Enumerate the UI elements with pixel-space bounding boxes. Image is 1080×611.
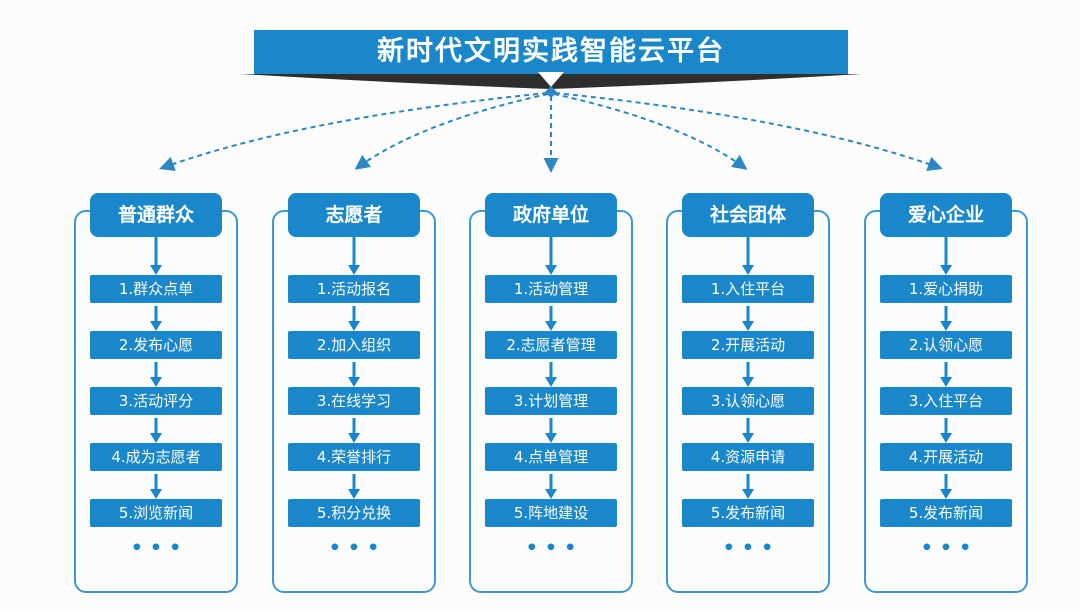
arrow-down-icon <box>150 474 162 499</box>
step-box: 1.活动报名 <box>288 275 420 303</box>
arrow-down-icon <box>150 306 162 331</box>
dashed-connector <box>159 92 548 171</box>
step-box: 1.爱心捐助 <box>880 275 1012 303</box>
arrow-down-icon <box>348 474 360 499</box>
banner-fold-shape <box>240 74 862 89</box>
platform-title: 新时代文明实践智能云平台 <box>254 30 848 74</box>
column-social-group: 社会团体 1.入住平台 2.开展活动 3.认领心愿 4.资源申请 5.发布新闻 … <box>666 193 830 593</box>
step-box: 3.在线学习 <box>288 387 420 415</box>
arrow-down-icon <box>940 237 952 275</box>
arrow-down-icon <box>545 306 557 331</box>
step-box: 3.入住平台 <box>880 387 1012 415</box>
step-box: 5.浏览新闻 <box>90 499 222 527</box>
connector-hub-dot <box>545 86 557 98</box>
step-box: 2.志愿者管理 <box>485 331 617 359</box>
column-header: 志愿者 <box>288 193 420 237</box>
arrow-down-icon <box>940 362 952 387</box>
arrow-down-icon <box>742 474 754 499</box>
arrow-down-icon <box>348 362 360 387</box>
column-government: 政府单位 1.活动管理 2.志愿者管理 3.计划管理 4.点单管理 5.阵地建设… <box>469 193 633 593</box>
step-box: 1.入住平台 <box>682 275 814 303</box>
step-box: 5.积分兑换 <box>288 499 420 527</box>
column-ordinary-public: 普通群众 1.群众点单 2.发布心愿 3.活动评分 4.成为志愿者 5.浏览新闻… <box>74 193 238 593</box>
arrow-down-icon <box>742 237 754 275</box>
ellipsis: ••• <box>130 537 189 559</box>
step-box: 2.开展活动 <box>682 331 814 359</box>
step-box: 1.活动管理 <box>485 275 617 303</box>
step-box: 2.加入组织 <box>288 331 420 359</box>
arrow-down-icon <box>150 418 162 443</box>
step-box: 3.活动评分 <box>90 387 222 415</box>
arrow-down-icon <box>545 474 557 499</box>
arrow-down-icon <box>538 72 564 87</box>
step-box: 1.群众点单 <box>90 275 222 303</box>
arrow-down-icon <box>940 306 952 331</box>
arrow-down-icon <box>940 418 952 443</box>
arrow-down-icon <box>150 237 162 275</box>
step-box: 5.阵地建设 <box>485 499 617 527</box>
column-body: 1.入住平台 2.开展活动 3.认领心愿 4.资源申请 5.发布新闻 ••• <box>666 193 830 559</box>
column-body: 1.爱心捐助 2.认领心愿 3.入住平台 4.开展活动 5.发布新闻 ••• <box>864 193 1028 559</box>
arrow-down-icon <box>348 418 360 443</box>
arrow-down-icon <box>150 362 162 387</box>
arrow-down-icon <box>545 418 557 443</box>
step-box: 4.成为志愿者 <box>90 443 222 471</box>
step-box: 4.开展活动 <box>880 443 1012 471</box>
arrow-down-icon <box>348 237 360 275</box>
arrow-down-icon <box>348 306 360 331</box>
step-box: 3.计划管理 <box>485 387 617 415</box>
dashed-connector <box>554 92 943 171</box>
column-body: 1.活动管理 2.志愿者管理 3.计划管理 4.点单管理 5.阵地建设 ••• <box>469 193 633 559</box>
ellipsis: ••• <box>920 537 979 559</box>
step-box: 4.荣誉排行 <box>288 443 420 471</box>
step-box: 2.发布心愿 <box>90 331 222 359</box>
arrow-down-icon <box>742 362 754 387</box>
step-box: 4.资源申请 <box>682 443 814 471</box>
dashed-connector <box>354 93 549 170</box>
step-box: 2.认领心愿 <box>880 331 1012 359</box>
column-header: 爱心企业 <box>880 193 1012 237</box>
ellipsis: ••• <box>722 537 781 559</box>
dashed-connector <box>553 93 748 170</box>
column-header: 社会团体 <box>682 193 814 237</box>
arrow-down-icon <box>940 474 952 499</box>
step-box: 5.发布新闻 <box>880 499 1012 527</box>
column-volunteer: 志愿者 1.活动报名 2.加入组织 3.在线学习 4.荣誉排行 5.积分兑换 •… <box>272 193 436 593</box>
arrow-down-icon <box>742 418 754 443</box>
column-body: 1.群众点单 2.发布心愿 3.活动评分 4.成为志愿者 5.浏览新闻 ••• <box>74 193 238 559</box>
column-header: 政府单位 <box>485 193 617 237</box>
arrow-down-icon <box>545 362 557 387</box>
ellipsis: ••• <box>525 537 584 559</box>
ellipsis: ••• <box>328 537 387 559</box>
arrow-down-icon <box>545 237 557 275</box>
column-caring-enterprise: 爱心企业 1.爱心捐助 2.认领心愿 3.入住平台 4.开展活动 5.发布新闻 … <box>864 193 1028 593</box>
step-box: 4.点单管理 <box>485 443 617 471</box>
arrow-down-icon <box>742 306 754 331</box>
step-box: 3.认领心愿 <box>682 387 814 415</box>
column-body: 1.活动报名 2.加入组织 3.在线学习 4.荣誉排行 5.积分兑换 ••• <box>272 193 436 559</box>
step-box: 5.发布新闻 <box>682 499 814 527</box>
column-header: 普通群众 <box>90 193 222 237</box>
